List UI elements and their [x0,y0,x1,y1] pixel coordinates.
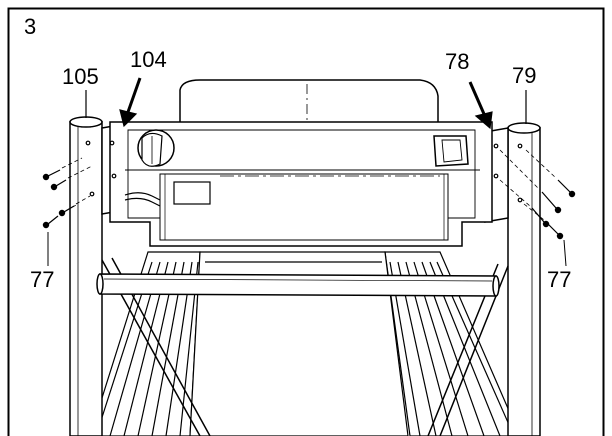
callout-79-label: 79 [512,65,536,87]
callout-105-label: 105 [62,66,99,88]
cross-bar [97,274,499,296]
step-number: 3 [24,16,36,38]
callout-104-label: 104 [130,49,167,71]
callout-78-label: 78 [445,51,469,73]
console-bracket [110,80,492,246]
callout-77-left-label: 77 [30,269,54,291]
callout-77-right-label: 77 [547,269,571,291]
